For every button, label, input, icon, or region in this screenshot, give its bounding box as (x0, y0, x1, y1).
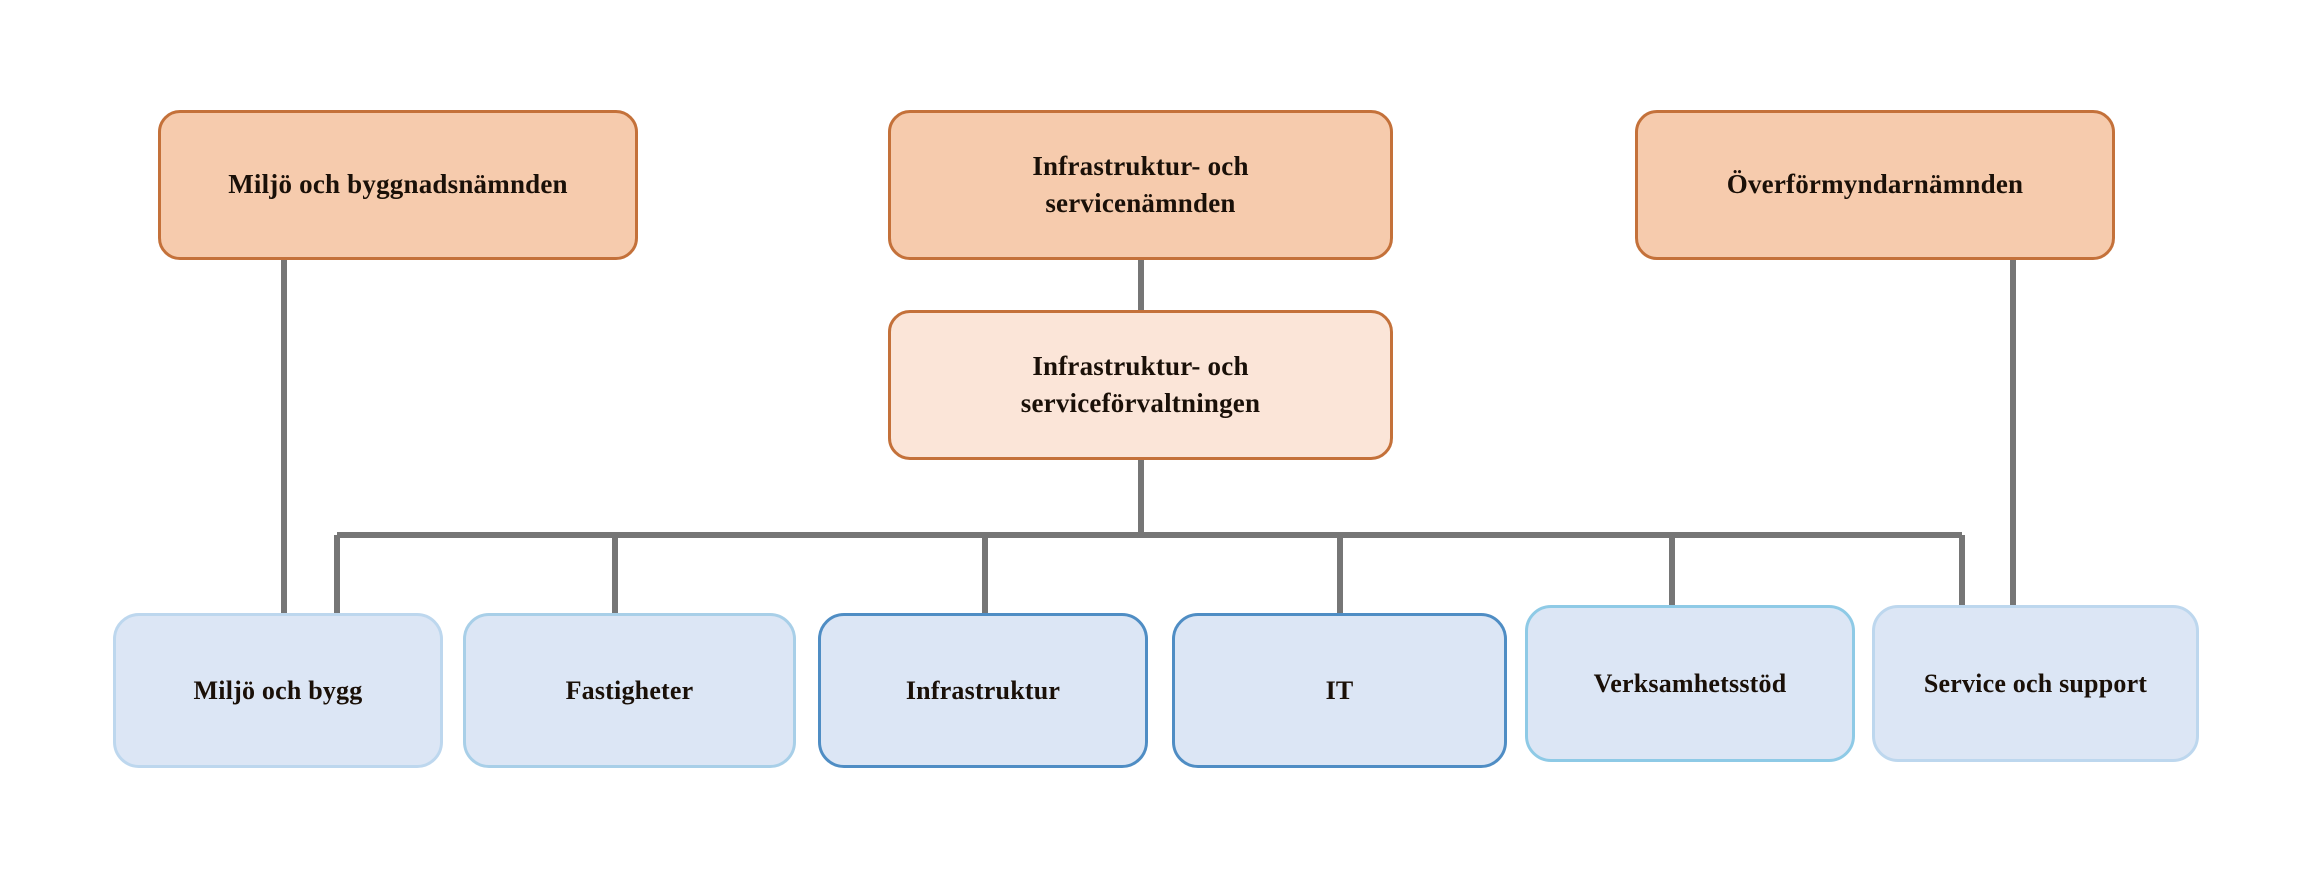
node-label: Infrastruktur- och serviceförvaltningen (1020, 350, 1261, 418)
node-it[interactable]: IT (1172, 613, 1507, 768)
node-infrastruktur[interactable]: Infrastruktur (818, 613, 1148, 768)
node-miljo-och-bygg[interactable]: Miljö och bygg (113, 613, 443, 768)
node-fastigheter[interactable]: Fastigheter (463, 613, 796, 768)
node-label: Miljö och byggnadsnämnden (228, 169, 568, 200)
node-overformyndarnamnden[interactable]: Överförmyndarnämnden (1635, 110, 2115, 260)
node-verksamhetsstod[interactable]: Verksamhetsstöd (1525, 605, 1855, 762)
node-label: IT (1325, 675, 1354, 705)
node-label: Infrastruktur (905, 675, 1061, 705)
node-miljo-och-byggnadsnamnden[interactable]: Miljö och byggnadsnämnden (158, 110, 638, 260)
node-label: Service och support (1923, 668, 2148, 698)
node-infrastruktur-och-servicenamnden[interactable]: Infrastruktur- och servicenämnden (888, 110, 1393, 260)
node-label: Infrastruktur- och servicenämnden (1032, 150, 1249, 218)
node-infrastruktur-och-serviceforvaltningen[interactable]: Infrastruktur- och serviceförvaltningen (888, 310, 1393, 460)
node-label: Miljö och bygg (193, 675, 363, 705)
node-label: Överförmyndarnämnden (1726, 169, 2024, 200)
node-service-och-support[interactable]: Service och support (1872, 605, 2199, 762)
node-label: Fastigheter (565, 675, 694, 705)
node-label: Verksamhetsstöd (1593, 668, 1787, 698)
